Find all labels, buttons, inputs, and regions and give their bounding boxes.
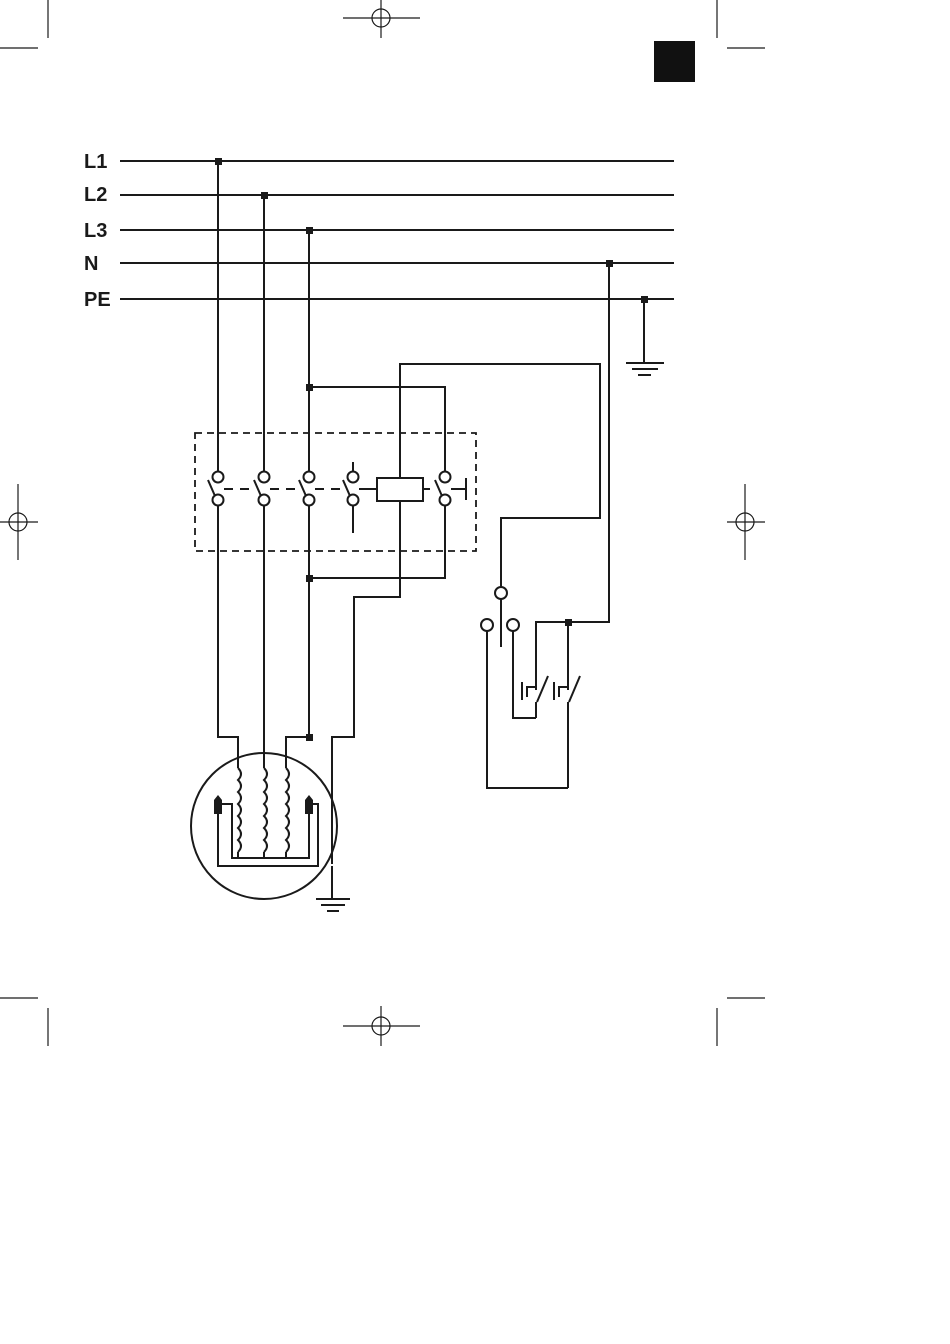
line-label-l1: L1 bbox=[84, 151, 107, 173]
contactor-enclosure bbox=[195, 433, 476, 551]
line-label-l2: L2 bbox=[84, 184, 107, 206]
crosshair-icon bbox=[727, 484, 765, 560]
wire-aux-top bbox=[309, 387, 445, 472]
line-label-n: N bbox=[84, 253, 98, 275]
crosshair-icon bbox=[343, 0, 420, 38]
wire-selector-right bbox=[513, 631, 536, 718]
wire-start-top bbox=[536, 622, 568, 680]
wire-coil-bottom bbox=[332, 501, 400, 864]
contactor-main-contacts bbox=[208, 462, 377, 533]
wire-motor-l3-branch bbox=[286, 737, 309, 768]
registration-marks bbox=[0, 0, 765, 1046]
wire-aux-bottom bbox=[309, 506, 445, 578]
ground-icon bbox=[626, 299, 664, 375]
crosshair-icon bbox=[0, 484, 38, 560]
push-button-start bbox=[522, 676, 548, 718]
push-button-stop bbox=[554, 676, 580, 788]
motor-icon bbox=[191, 753, 337, 899]
crosshair-icon bbox=[343, 1006, 420, 1046]
wire-motor-l1 bbox=[218, 506, 238, 768]
wire-coil-top bbox=[400, 364, 600, 587]
contactor-coil-icon bbox=[377, 478, 423, 501]
line-label-pe: PE bbox=[84, 289, 111, 311]
wire-selector-left bbox=[487, 631, 568, 788]
line-label-l3: L3 bbox=[84, 220, 107, 242]
wire-n-drop bbox=[568, 263, 609, 622]
page-marker bbox=[654, 41, 695, 82]
contactor-aux-contact bbox=[423, 472, 466, 506]
